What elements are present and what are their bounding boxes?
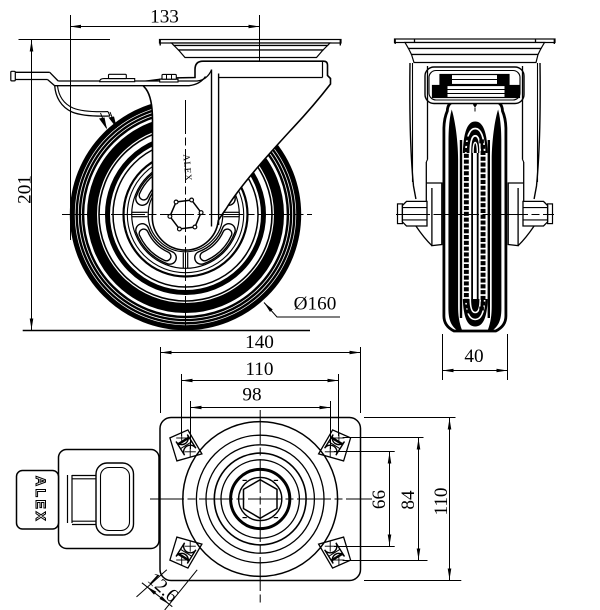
svg-text:40: 40 xyxy=(464,346,483,367)
svg-text:140: 140 xyxy=(245,332,274,353)
svg-text:66: 66 xyxy=(369,490,390,510)
svg-text:133: 133 xyxy=(150,7,179,28)
svg-text:110: 110 xyxy=(245,359,273,380)
svg-text:98: 98 xyxy=(242,385,261,406)
svg-text:ALEX: ALEX xyxy=(180,154,192,182)
svg-text:Ø160: Ø160 xyxy=(294,294,337,315)
svg-text:110: 110 xyxy=(431,487,452,515)
svg-text:ALEX: ALEX xyxy=(33,476,49,523)
svg-text:84: 84 xyxy=(398,490,419,510)
svg-text:201: 201 xyxy=(14,175,35,204)
